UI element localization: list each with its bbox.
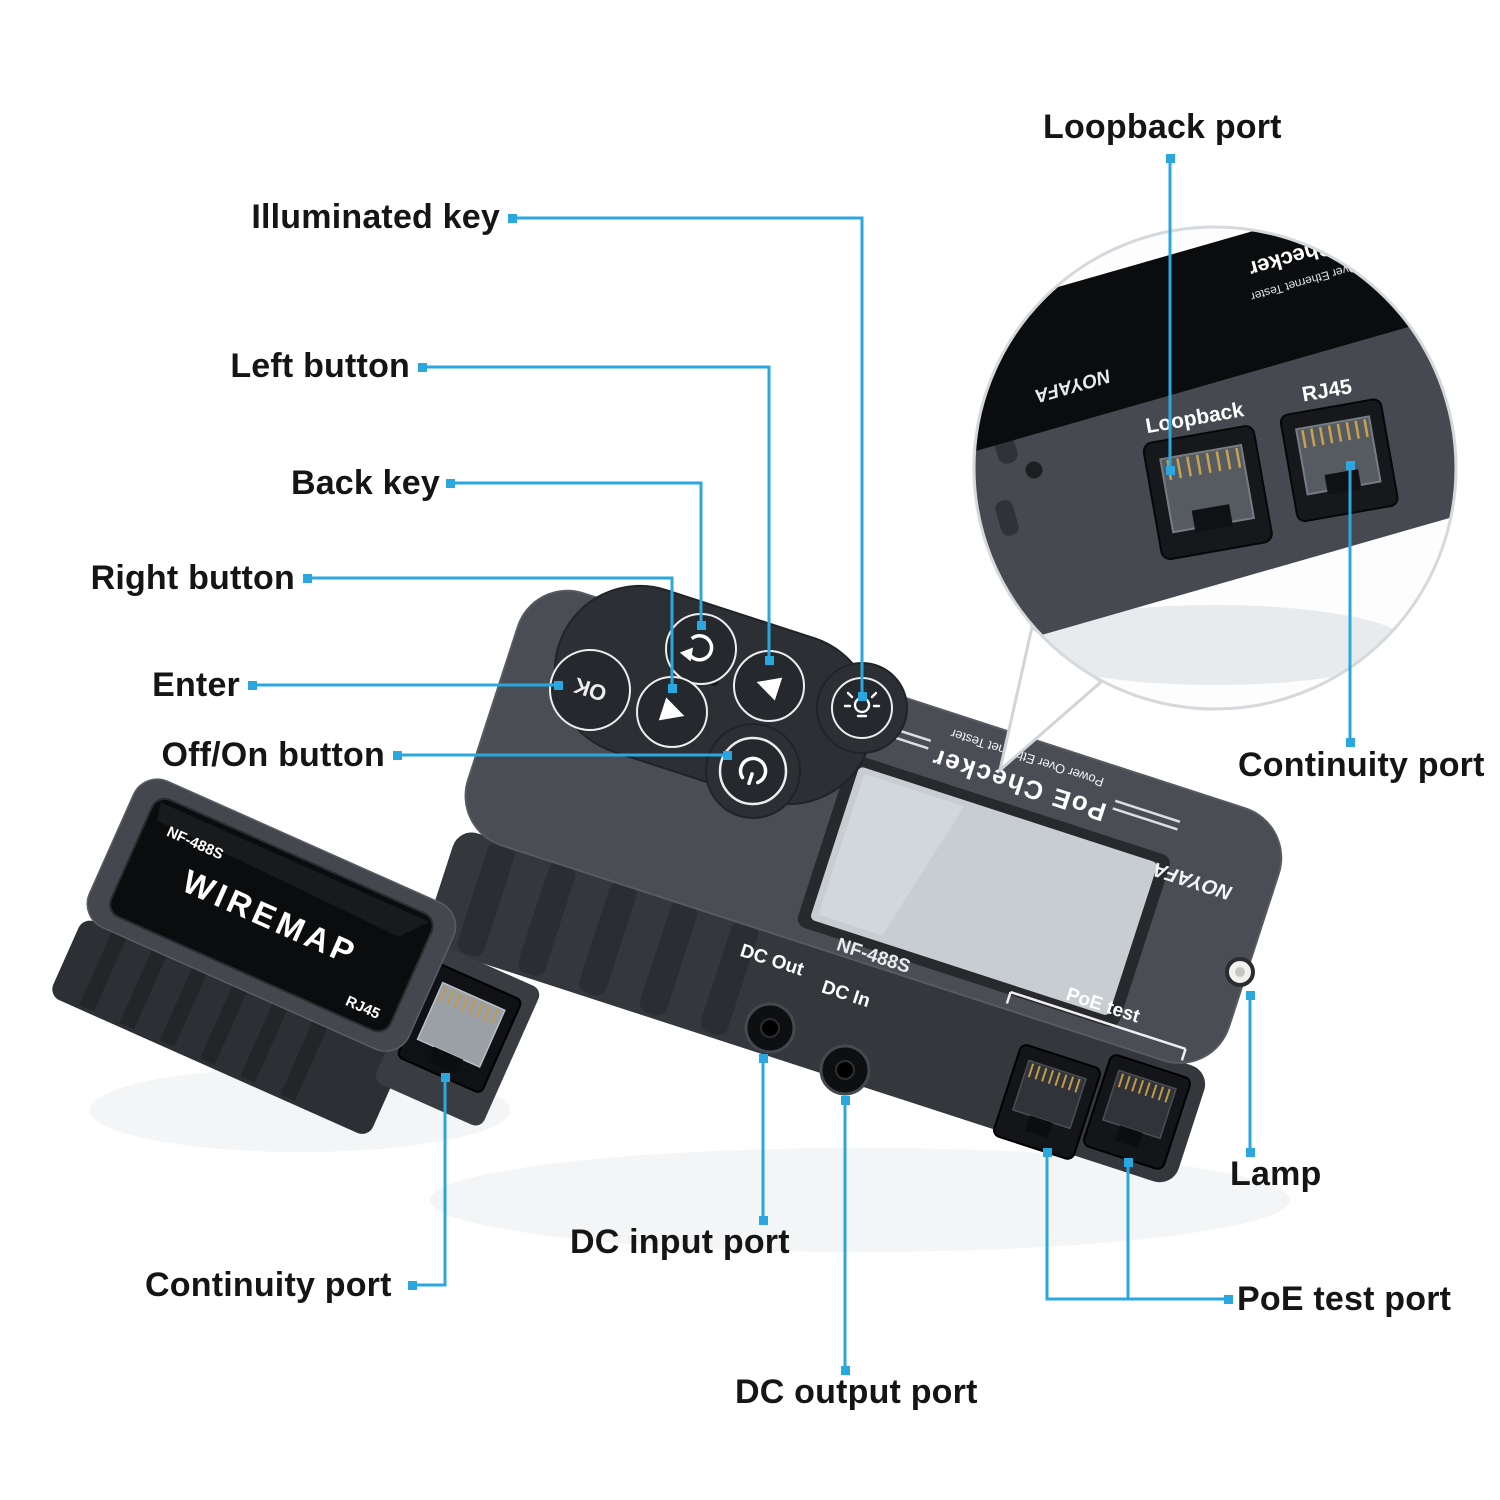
label-enter: Enter	[152, 666, 240, 704]
leader-back-key	[450, 481, 703, 625]
label-left-button: Left button	[230, 347, 410, 385]
leader-illuminated-key	[512, 216, 864, 696]
label-loopback-port: Loopback port	[1043, 108, 1282, 146]
leader-markers	[248, 154, 1355, 1375]
zoom-inset: NOYAFA PoE Checker Power Over Ethernet T…	[972, 225, 1458, 775]
inset-ports: Loopback RJ45	[1142, 375, 1399, 560]
wiremap-label-gloss	[157, 802, 430, 937]
label-continuity-port-bottom: Continuity port	[145, 1266, 392, 1304]
lamp-led	[1225, 957, 1255, 987]
left-button	[733, 650, 805, 722]
leader-poe-test-port-a	[1045, 1152, 1228, 1301]
power-icon	[738, 756, 768, 786]
left-arrow-icon	[756, 677, 783, 701]
leader-left-button	[422, 365, 771, 660]
dc-in-jack	[819, 1044, 871, 1096]
loopback-port-jack	[1142, 425, 1273, 560]
leader-continuity-port-bottom	[412, 1077, 447, 1287]
leader-lines	[252, 158, 1352, 1370]
right-arrow-icon	[658, 697, 685, 721]
poe-port-1	[993, 1044, 1101, 1160]
wiremap-label-plate	[109, 797, 434, 1033]
back-arrow-icon	[679, 634, 714, 662]
poe-port-2	[1083, 1054, 1191, 1170]
label-off-on-button: Off/On button	[161, 736, 385, 774]
remote-grip-ribs	[79, 931, 328, 1101]
power-button	[718, 736, 788, 806]
ok-button: OK	[549, 649, 631, 731]
inset-inner-shadow	[1020, 605, 1410, 685]
label-back-key: Back key	[290, 464, 440, 502]
remote-unit: NF-488S WIREMAP RJ45	[52, 778, 540, 1134]
label-dc-output-port: DC output port	[735, 1373, 978, 1411]
label-lamp: Lamp	[1230, 1155, 1322, 1193]
back-key	[665, 613, 737, 685]
leader-right-button	[307, 576, 674, 688]
inset-circle-rim	[972, 225, 1458, 711]
label-poe-test-port: PoE test port	[1237, 1280, 1452, 1318]
label-illuminated-key: Illuminated key	[251, 198, 500, 236]
main-device-shadow	[430, 1148, 1290, 1252]
main-device: Power Over Ethernet Tester PoE Checker N…	[426, 584, 1283, 1183]
device-grip-ribs	[457, 842, 759, 1036]
screen-sheen	[818, 773, 965, 936]
rj45-port-jack	[1279, 398, 1399, 523]
label-dc-input-port: DC input port	[570, 1223, 790, 1261]
right-button	[636, 676, 708, 748]
dc-out-jack	[744, 1002, 796, 1054]
label-continuity-port-top: Continuity port	[1238, 746, 1485, 784]
label-right-button: Right button	[90, 559, 295, 597]
